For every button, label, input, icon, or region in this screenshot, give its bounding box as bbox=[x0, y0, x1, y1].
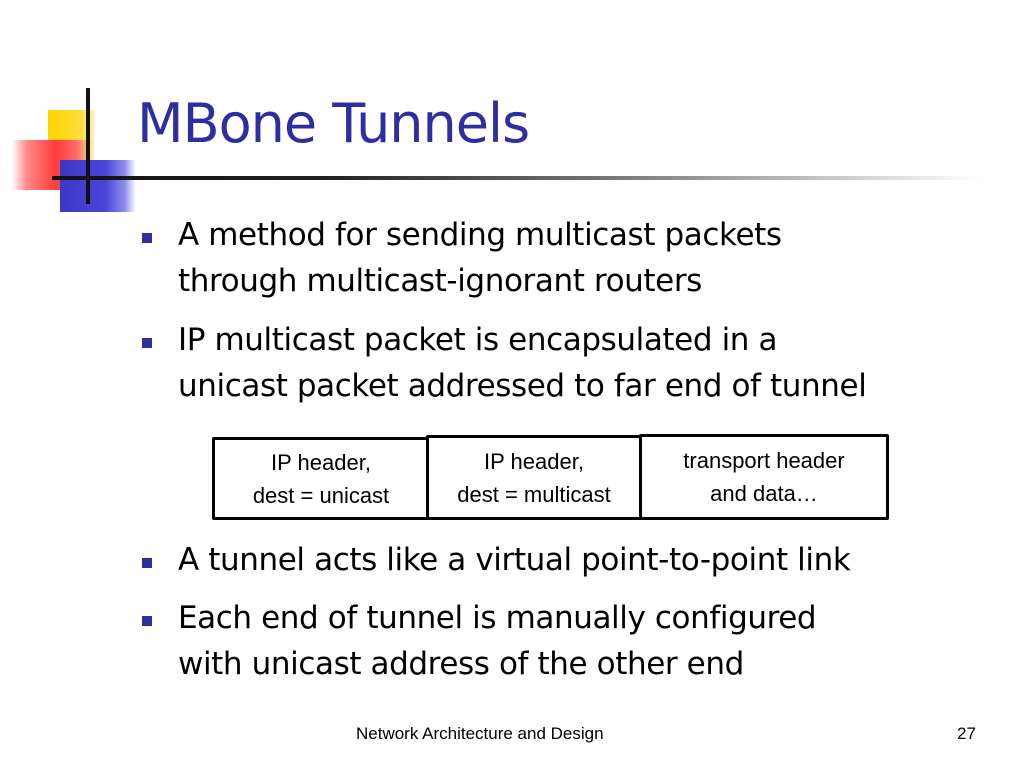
packet-field-line: dest = unicast bbox=[252, 482, 390, 508]
slide-logo-decoration bbox=[0, 0, 150, 230]
bullet-square-icon bbox=[142, 338, 152, 348]
outer-ip-header-box: IP header, dest = unicast bbox=[212, 437, 430, 520]
bullet-line: A method for sending multicast packets bbox=[178, 217, 782, 253]
bullet-text: Each end of tunnel is manually configure… bbox=[178, 595, 988, 687]
slide-title: MBone Tunnels bbox=[137, 92, 530, 155]
bullet-text: A method for sending multicast packets t… bbox=[178, 212, 988, 304]
bullet-line: through multicast-ignorant routers bbox=[178, 263, 702, 299]
slide-footer: Network Architecture and Design 27 bbox=[0, 724, 1024, 748]
packet-field-line: and data… bbox=[710, 481, 818, 506]
bullet-line: unicast packet addressed to far end of t… bbox=[178, 368, 867, 404]
packet-field-line: dest = multicast bbox=[457, 481, 611, 507]
title-underline-rule bbox=[52, 176, 982, 180]
page-number: 27 bbox=[957, 724, 976, 743]
transport-data-box: transport header and data… bbox=[639, 434, 889, 520]
logo-blue-square bbox=[60, 160, 136, 212]
bullet-text: A tunnel acts like a virtual point-to-po… bbox=[178, 537, 988, 583]
encapsulated-packet-diagram: IP header, dest = unicast IP header, des… bbox=[212, 434, 892, 524]
footer-text: Network Architecture and Design bbox=[356, 724, 604, 743]
bullet-square-icon bbox=[142, 616, 152, 626]
bullet-square-icon bbox=[142, 233, 152, 243]
packet-field-line: transport header bbox=[683, 448, 845, 473]
bullet-line: IP multicast packet is encapsulated in a bbox=[178, 322, 778, 358]
inner-ip-header-box: IP header, dest = multicast bbox=[426, 435, 642, 520]
logo-vertical-line bbox=[86, 88, 90, 204]
bullet-line: with unicast address of the other end bbox=[178, 646, 744, 682]
packet-field-line: IP header, bbox=[271, 449, 371, 475]
bullet-square-icon bbox=[142, 558, 152, 568]
bullet-line: A tunnel acts like a virtual point-to-po… bbox=[178, 542, 851, 578]
packet-field-line: IP header, bbox=[484, 448, 584, 474]
bullet-text: IP multicast packet is encapsulated in a… bbox=[178, 317, 988, 409]
bullet-line: Each end of tunnel is manually configure… bbox=[178, 600, 817, 636]
